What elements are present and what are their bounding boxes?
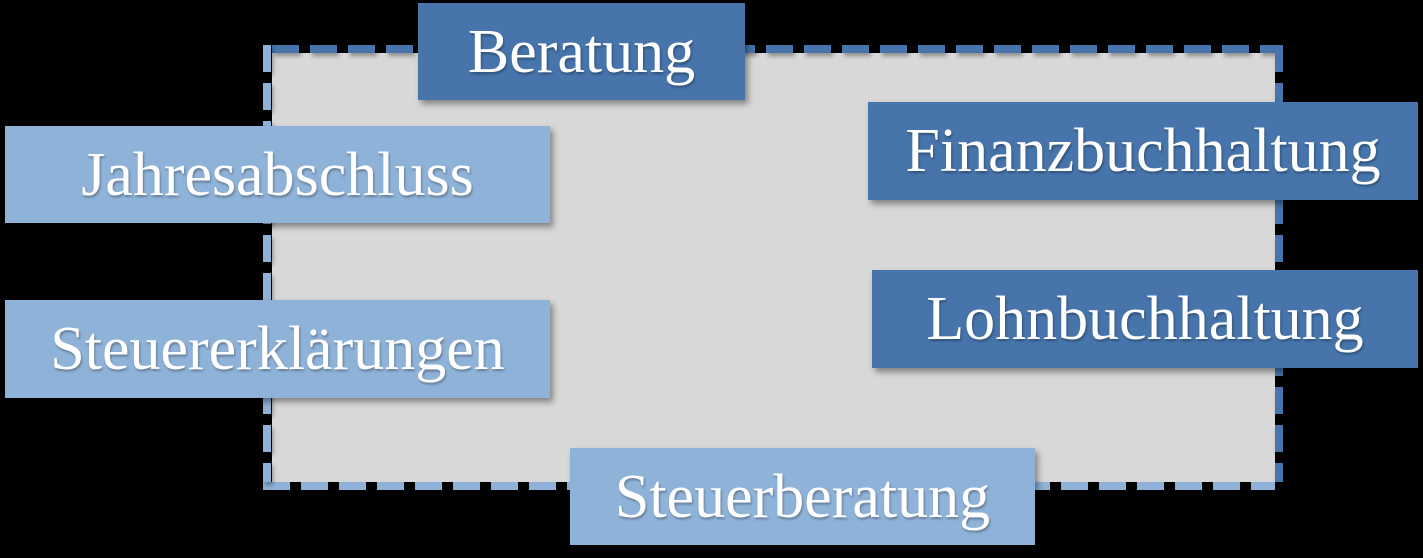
box-jahresabschluss-label: Jahresabschluss [81,140,474,209]
box-finanzbuchhaltung: Finanzbuchhaltung [868,102,1418,200]
box-steuererklaerungen: Steuererklärungen [5,300,550,398]
panel-dashed-border-right [1275,45,1283,482]
panel-dashed-border-left [263,45,271,482]
box-finanzbuchhaltung-label: Finanzbuchhaltung [905,117,1381,185]
panel-dashed-border-top [272,45,1275,53]
box-steuerberatung: Steuerberatung [570,448,1035,545]
box-steuererklaerungen-label: Steuererklärungen [50,315,505,383]
box-beratung: Beratung [418,3,745,100]
box-steuerberatung-label: Steuerberatung [614,462,991,531]
box-beratung-label: Beratung [467,17,696,86]
box-lohnbuchhaltung-label: Lohnbuchhaltung [926,285,1364,353]
box-jahresabschluss: Jahresabschluss [5,126,550,223]
box-lohnbuchhaltung: Lohnbuchhaltung [872,270,1418,368]
